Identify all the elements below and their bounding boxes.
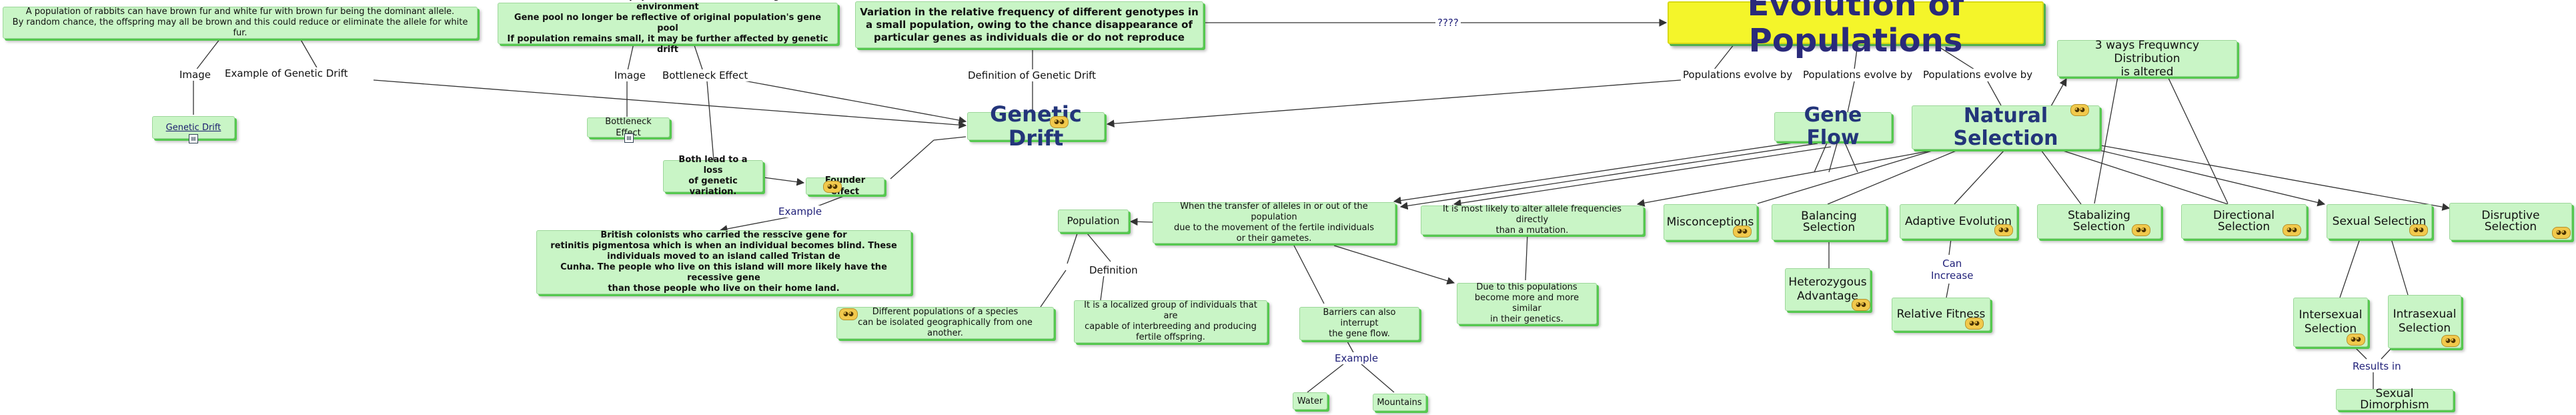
label-can-increase: Can Increase <box>1929 258 1976 282</box>
resource-badge-icon[interactable]: ◕◕ <box>1994 224 2013 236</box>
resource-badge-icon[interactable]: ◕◕ <box>823 181 842 193</box>
node-localized-group[interactable]: It is a localized group of individuals t… <box>1074 300 1267 343</box>
resource-badge-icon[interactable]: ◕◕ <box>2409 224 2428 236</box>
label-image: Image <box>612 69 648 81</box>
node-heterozygous-advantage[interactable]: Heterozygous Advantage <box>1785 268 1870 311</box>
label-question: ???? <box>1435 17 1461 29</box>
node-transfer-alleles[interactable]: When the transfer of alleles in or out o… <box>1153 201 1395 244</box>
node-barriers[interactable]: Barriers can also interrupt the gene flo… <box>1299 307 1419 340</box>
label-definition-genetic-drift: Definition of Genetic Drift <box>966 69 1099 81</box>
node-intrasexual-selection[interactable]: Intrasexual Selection <box>2388 295 2461 348</box>
node-most-likely[interactable]: It is most likely to alter allele freque… <box>1421 204 1644 236</box>
node-bottleneck-definition[interactable]: A sudden reduction in population size du… <box>498 0 838 55</box>
node-genetic-drift[interactable]: Genetic Drift <box>967 102 1105 150</box>
node-balancing-selection[interactable]: Balancing Selection <box>1772 204 1886 240</box>
resource-badge-icon[interactable]: ◕◕ <box>2132 224 2150 236</box>
node-founder-effect[interactable]: Founder effect <box>806 175 884 197</box>
document-icon[interactable]: ▤ <box>624 133 634 143</box>
node-stabilizing-selection[interactable]: Stabalizing Selection <box>2037 204 2161 239</box>
label-bottleneck-effect: Bottleneck Effect <box>660 69 750 81</box>
resource-badge-icon[interactable]: ◕◕ <box>2070 104 2089 116</box>
resource-badge-icon[interactable]: ◕◕ <box>1733 226 1752 238</box>
node-evolution-of-populations[interactable]: Evolution of Populations <box>1668 0 2044 59</box>
node-sexual-dimorphism[interactable]: Sexual Dimorphism <box>2336 388 2453 411</box>
label-example: Example <box>776 205 824 218</box>
resource-badge-icon[interactable]: ◕◕ <box>2283 224 2301 236</box>
node-three-ways[interactable]: 3 ways Frequwncy Distribution is altered <box>2057 39 2237 79</box>
node-both-lead[interactable]: Both lead to a loss of genetic variation… <box>663 155 763 197</box>
resource-badge-icon[interactable]: ◕◕ <box>1050 116 1069 128</box>
node-bottleneck-image[interactable]: Bottleneck Effect <box>587 117 670 138</box>
label-image: Image <box>177 69 213 81</box>
label-example-genetic-drift: Example of Genetic Drift <box>223 67 350 79</box>
label-definition: Definition <box>1087 264 1140 276</box>
node-disruptive-selection[interactable]: Disruptive Selection <box>2449 203 2572 240</box>
node-gene-flow[interactable]: Gene Flow <box>1774 104 1892 149</box>
node-relative-fitness[interactable]: Relative Fitness <box>1892 298 1990 331</box>
resource-badge-icon[interactable]: ◕◕ <box>2552 227 2571 239</box>
label-populations-evolve-by: Populations evolve by <box>1921 69 2035 81</box>
resource-badge-icon[interactable]: ◕◕ <box>1965 318 1984 330</box>
node-water[interactable]: Water <box>1293 392 1327 410</box>
node-sexual-selection[interactable]: Sexual Selection <box>2327 204 2432 239</box>
node-rabbits-example[interactable]: A population of rabbits can have brown f… <box>3 7 478 39</box>
node-variation-definition[interactable]: Variation in the relative frequency of d… <box>855 1 1203 48</box>
node-population[interactable]: Population <box>1058 210 1129 232</box>
node-natural-selection[interactable]: Natural Selection <box>1912 105 2100 150</box>
resource-badge-icon[interactable]: ◕◕ <box>1852 299 1870 311</box>
label-results-in: Results in <box>2351 360 2403 372</box>
resource-badge-icon[interactable]: ◕◕ <box>2441 335 2460 347</box>
node-intersexual-selection[interactable]: Intersexual Selection <box>2293 298 2368 347</box>
node-mountains[interactable]: Mountains <box>1373 394 1426 411</box>
resource-badge-icon[interactable]: ◕◕ <box>2347 334 2365 346</box>
resource-badge-icon[interactable]: ◕◕ <box>839 308 858 320</box>
node-different-populations[interactable]: Different populations of a species can b… <box>836 307 1054 339</box>
node-british-colonists[interactable]: British colonists who carried the ressci… <box>536 230 911 294</box>
document-icon[interactable]: ▤ <box>189 134 198 143</box>
label-example: Example <box>1333 352 1381 364</box>
node-due-to-this[interactable]: Due to this populations become more and … <box>1457 282 1597 324</box>
label-populations-evolve-by: Populations evolve by <box>1801 69 1915 81</box>
label-populations-evolve-by: Populations evolve by <box>1681 69 1795 81</box>
